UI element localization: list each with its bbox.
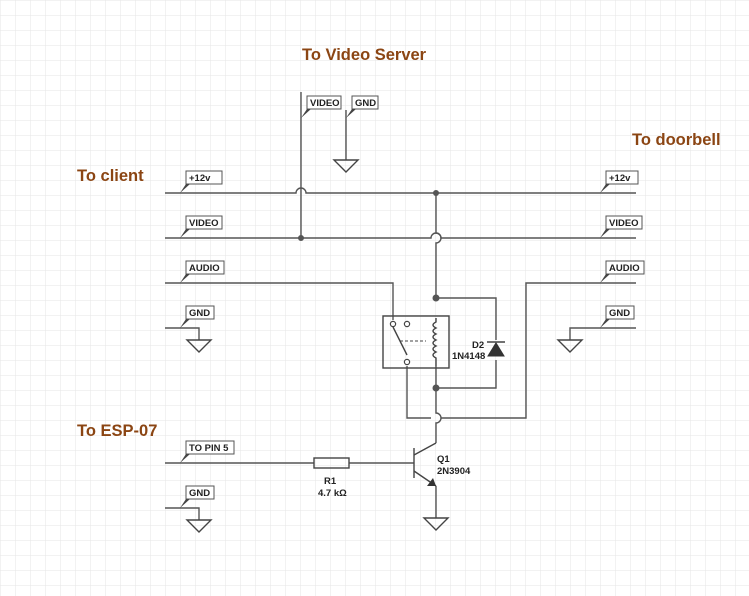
port-label: GND bbox=[189, 308, 210, 319]
port-label: +12v bbox=[189, 173, 211, 184]
relay-body bbox=[382, 315, 450, 369]
port-tag-door-12v: +12v bbox=[600, 170, 639, 193]
relay-nc-contact bbox=[403, 320, 411, 328]
wires bbox=[165, 92, 636, 520]
wire-diode-top bbox=[436, 297, 497, 340]
wire-relay-contact bbox=[406, 366, 431, 419]
wire-door-audio bbox=[441, 282, 636, 419]
ground-symbol-esp bbox=[185, 519, 213, 533]
port-label: AUDIO bbox=[609, 263, 640, 274]
d2-ref-label: D2 bbox=[472, 340, 484, 351]
port-tag-server-gnd: GND bbox=[346, 95, 379, 118]
port-label: GND bbox=[355, 98, 376, 109]
port-tag-client-12v: +12v bbox=[180, 170, 223, 193]
resistor-r1: R1 4.7 kΩ bbox=[313, 457, 350, 499]
wire-diode-bottom bbox=[435, 360, 497, 389]
port-tag-client-gnd: GND bbox=[180, 305, 215, 328]
junction-dot bbox=[432, 384, 440, 392]
ground-symbol-transistor bbox=[422, 517, 450, 531]
relay-no-contact bbox=[403, 358, 411, 366]
port-label: GND bbox=[609, 308, 630, 319]
diode-d2: D2 1N4148 bbox=[452, 340, 505, 362]
heading-doorbell: To doorbell bbox=[632, 131, 721, 149]
heading-video-server: To Video Server bbox=[302, 46, 427, 64]
ground-symbol-door bbox=[556, 339, 584, 353]
port-tag-door-audio: AUDIO bbox=[600, 260, 645, 283]
heading-esp: To ESP-07 bbox=[77, 422, 157, 440]
q1-part-label: 2N3904 bbox=[437, 466, 471, 477]
junction-dot bbox=[433, 190, 439, 196]
junction-dot bbox=[432, 294, 440, 302]
junction-dot bbox=[298, 235, 304, 241]
r1-value-label: 4.7 kΩ bbox=[318, 488, 347, 499]
wire-door-gnd bbox=[569, 327, 636, 340]
relay-common-contact bbox=[389, 320, 397, 328]
wire-client-audio bbox=[165, 282, 394, 320]
port-label: VIDEO bbox=[609, 218, 639, 229]
transistor-emitter-arrow bbox=[427, 478, 436, 486]
port-label: AUDIO bbox=[189, 263, 220, 274]
ground-symbol-server bbox=[332, 159, 360, 173]
port-tag-server-video: VIDEO bbox=[301, 95, 342, 118]
transistor-collector bbox=[413, 442, 437, 456]
port-label: VIDEO bbox=[310, 98, 340, 109]
port-label: +12v bbox=[609, 173, 631, 184]
d2-part-label: 1N4148 bbox=[452, 351, 485, 362]
ground-symbol-client bbox=[185, 339, 213, 353]
wire-esp-gnd bbox=[165, 507, 200, 520]
relay bbox=[382, 315, 450, 369]
port-tag-esp-pin: TO PIN 5 bbox=[180, 440, 235, 463]
relay-coil bbox=[432, 318, 438, 366]
resistor-body bbox=[313, 457, 350, 469]
port-label: TO PIN 5 bbox=[189, 443, 229, 454]
port-label: GND bbox=[189, 488, 210, 499]
port-tag-client-audio: AUDIO bbox=[180, 260, 225, 283]
r1-ref-label: R1 bbox=[324, 476, 337, 487]
port-tag-client-video: VIDEO bbox=[180, 215, 223, 238]
wire-12v-drop bbox=[435, 193, 442, 298]
diode-body bbox=[487, 342, 505, 357]
transistor-q1: Q1 2N3904 bbox=[413, 442, 471, 487]
wire-collector bbox=[435, 388, 442, 443]
wire-client-gnd bbox=[165, 327, 200, 340]
port-tag-door-video: VIDEO bbox=[600, 215, 643, 238]
port-label: VIDEO bbox=[189, 218, 219, 229]
port-tag-esp-gnd: GND bbox=[180, 485, 215, 508]
heading-client: To client bbox=[77, 167, 144, 185]
port-tag-door-gnd: GND bbox=[600, 305, 635, 328]
q1-ref-label: Q1 bbox=[437, 454, 450, 465]
